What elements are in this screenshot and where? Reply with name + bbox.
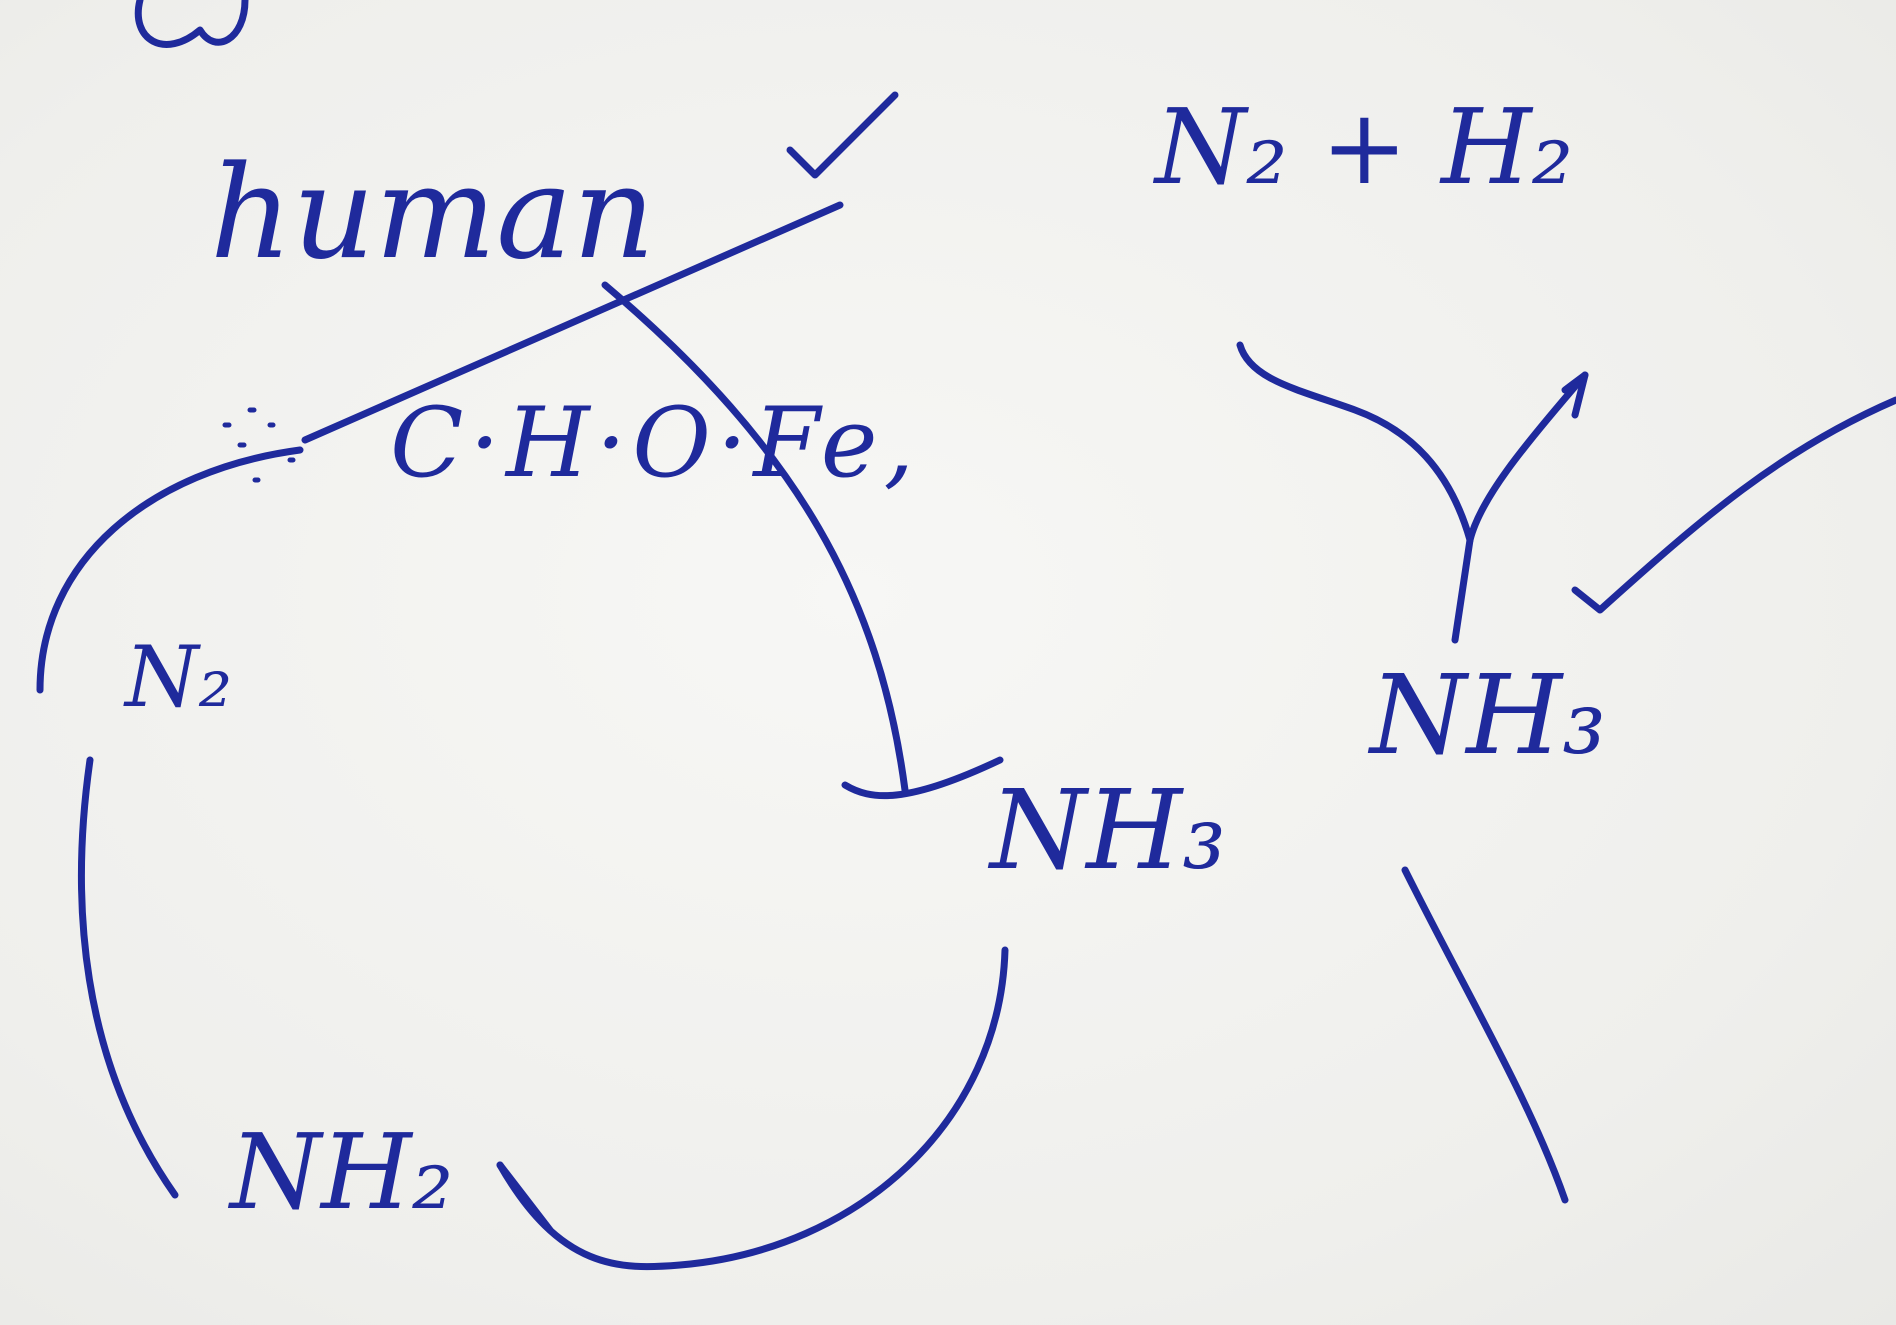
partial-letter-stroke (134, 0, 249, 48)
check-mark-right (1571, 396, 1896, 614)
arrowhead-nh3-middle (841, 756, 1004, 800)
arrowhead-join (1561, 371, 1589, 419)
label-left-node: N₂ (125, 628, 233, 726)
arc-to-left-node (36, 446, 304, 694)
dots-cluster (222, 407, 296, 483)
nh2-bracket (496, 1161, 554, 1234)
underline-human (301, 201, 844, 444)
label-reactants: N₂ + H₂ (1155, 86, 1574, 208)
join-from-n2 (1236, 341, 1474, 544)
label-bottom-node: NH₂ (230, 1111, 454, 1233)
left-vertical-arc (77, 756, 179, 1199)
bottom-arc-nh2-to-nh3 (496, 946, 1009, 1271)
arrow-human-to-nh3 (601, 281, 909, 794)
descent-line-right (1401, 866, 1569, 1204)
join-from-h2 (1466, 371, 1589, 544)
label-nh3-right: NH₃ (1370, 651, 1607, 779)
join-stem (1451, 536, 1474, 644)
label-elements: C·H·O·Fe, (390, 387, 921, 499)
label-human: human (210, 139, 655, 288)
check-mark-top (786, 91, 899, 179)
label-nh3-middle: NH₃ (990, 766, 1227, 894)
